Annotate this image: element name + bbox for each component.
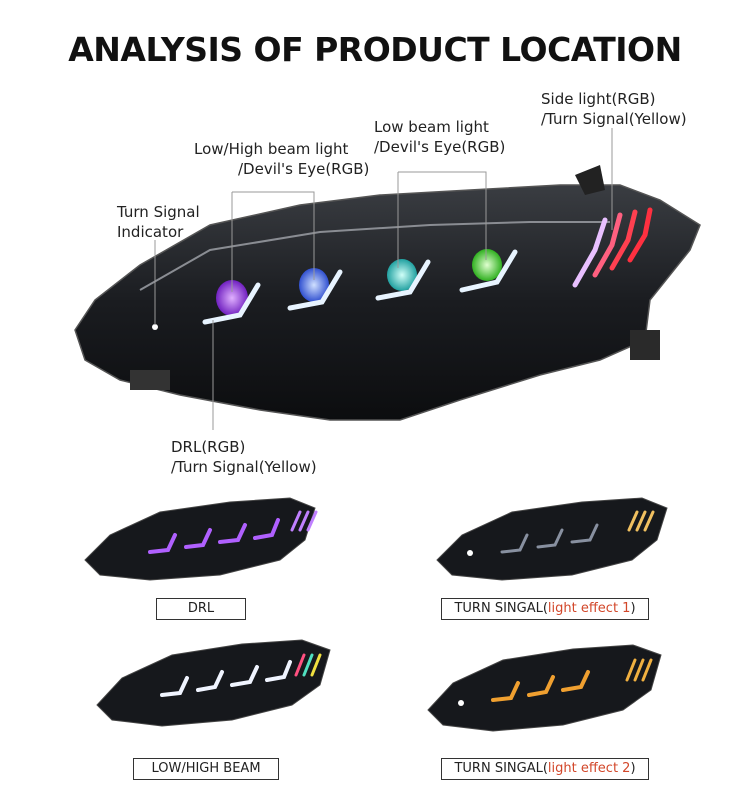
thumbnail-turn-signal-2 <box>427 644 662 732</box>
thumbnail-low-high-beam <box>96 639 331 727</box>
caption-turn-signal-1-suffix: ) <box>630 601 636 616</box>
caption-turn-signal-2-prefix: TURN SINGAL( <box>454 761 548 776</box>
turn-indicator-dot <box>152 324 158 330</box>
callout-turn-indicator-line1: Turn Signal <box>117 203 200 221</box>
callout-side-light-line1: Side light(RGB) <box>541 90 656 108</box>
callout-turn-indicator: Turn Signal Indicator <box>117 202 200 242</box>
caption-turn-signal-2-highlight: light effect 2 <box>547 761 631 776</box>
callout-low-high-beam: Low/High beam light /Devil's Eye(RGB) <box>194 139 369 179</box>
callout-lines <box>154 128 613 430</box>
caption-turn-signal-2-suffix: ) <box>630 761 636 776</box>
caption-turn-signal-2: TURN SINGAL(light effect 2) <box>441 758 649 780</box>
callout-drl-line2: /Turn Signal(Yellow) <box>171 458 317 476</box>
side-light-bars <box>572 207 653 288</box>
thumbnail-drl <box>84 497 318 581</box>
callout-drl-line1: DRL(RGB) <box>171 438 246 456</box>
callout-drl: DRL(RGB) /Turn Signal(Yellow) <box>171 437 317 477</box>
callout-low-beam: Low beam light /Devil's Eye(RGB) <box>374 117 505 157</box>
callout-side-light-line2: /Turn Signal(Yellow) <box>541 110 687 128</box>
callout-low-high-beam-line1: Low/High beam light <box>194 140 349 158</box>
callout-side-light: Side light(RGB) /Turn Signal(Yellow) <box>541 89 687 129</box>
headlight-housing <box>74 165 701 421</box>
main-headlight-illustration <box>74 128 701 430</box>
caption-turn-signal-1: TURN SINGAL(light effect 1) <box>441 598 649 620</box>
callout-low-beam-line1: Low beam light <box>374 118 489 136</box>
callout-low-beam-line2: /Devil's Eye(RGB) <box>374 138 506 156</box>
caption-turn-signal-1-prefix: TURN SINGAL( <box>454 601 548 616</box>
callout-turn-indicator-line2: Indicator <box>117 223 184 241</box>
thumbnail-turn-signal-1 <box>436 497 668 581</box>
caption-turn-signal-1-highlight: light effect 1 <box>547 601 631 616</box>
callout-low-high-beam-line2: /Devil's Eye(RGB) <box>238 160 370 178</box>
drl-strips <box>202 249 518 325</box>
caption-drl: DRL <box>156 598 246 620</box>
caption-low-high-beam: LOW/HIGH BEAM <box>133 758 279 780</box>
projector-lenses <box>216 249 502 316</box>
page-title: ANALYSIS OF PRODUCT LOCATION <box>68 30 682 69</box>
